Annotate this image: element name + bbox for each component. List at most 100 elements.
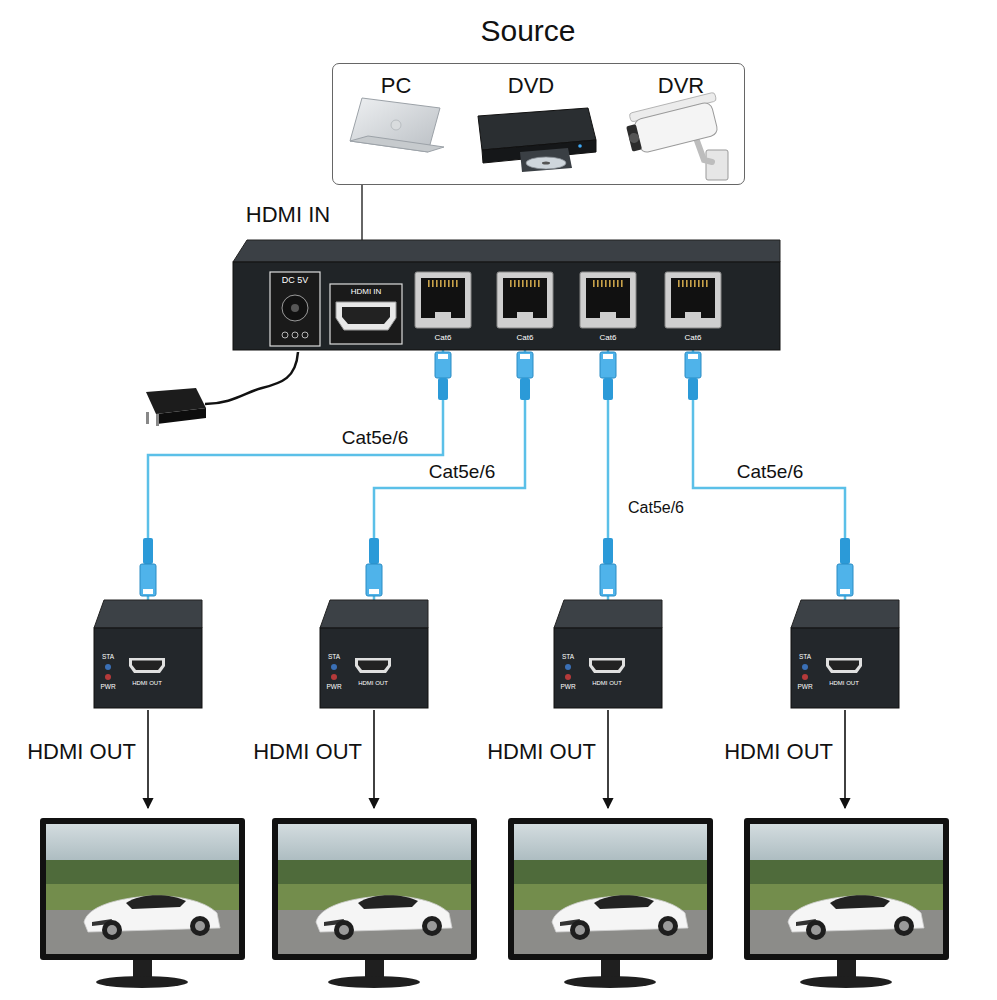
cable-label: HDMI IN: [244, 203, 332, 227]
rj45-contact: [456, 280, 458, 287]
cable-label: Cat5e/6: [735, 462, 806, 483]
port-label: Cat6: [517, 334, 534, 343]
rj45-plug: [600, 352, 616, 378]
rj45-contact: [526, 280, 528, 287]
rj45-plug: [520, 378, 530, 400]
power-led: [331, 674, 337, 680]
rj45-plug: [369, 589, 379, 594]
rj45-contact: [510, 280, 512, 287]
monitor-display: [508, 818, 713, 988]
rj45-contact: [601, 280, 603, 287]
rj45-contact: [686, 280, 688, 287]
network-cable: [374, 350, 525, 600]
led-label: PWR: [797, 683, 812, 690]
rj45-contact: [613, 280, 615, 287]
output-label: HDMI OUT: [253, 740, 362, 764]
device-front: [94, 628, 202, 708]
receiver-box: STAPWRHDMI OUT: [94, 600, 202, 708]
device-top: [554, 600, 662, 628]
device-label: DVD: [508, 74, 554, 98]
rj45-plug: [837, 564, 853, 596]
dvd-player-icon: [520, 148, 572, 172]
rj45-port: [580, 272, 636, 328]
rj45-port: [421, 278, 465, 318]
rj45-plug: [840, 589, 850, 594]
led-label: STA: [102, 653, 114, 660]
rj45-plug: [840, 538, 850, 564]
rj45-plug: [688, 354, 698, 359]
rj45-contact: [428, 280, 430, 287]
dvd-player-icon: [542, 162, 550, 165]
network-cable: [693, 350, 845, 600]
output-arrow: [373, 710, 375, 808]
receiver-box: STAPWRHDMI OUT: [554, 600, 662, 708]
cable-label: Cat5e/6: [427, 462, 498, 483]
hdmi-port: [589, 658, 625, 673]
status-led: [105, 664, 111, 670]
rj45-contact: [682, 280, 684, 287]
status-led: [331, 664, 337, 670]
dvd-player-icon: [478, 108, 596, 172]
power-led: [802, 674, 808, 680]
rj45-plug: [517, 352, 533, 378]
monitor-display: [744, 818, 949, 988]
rj45-plug: [603, 538, 613, 564]
rj45-plug: [143, 589, 153, 594]
dc-jack: [270, 272, 320, 346]
device-top: [320, 600, 428, 628]
output-label: HDMI OUT: [724, 740, 833, 764]
port-label: DC 5V: [282, 276, 309, 286]
rj45-port: [586, 278, 630, 318]
rj45-plug: [520, 354, 530, 359]
cable-label: Cat5e/6: [340, 428, 411, 449]
rj45-contact: [436, 280, 438, 287]
led-label: PWR: [326, 683, 341, 690]
rj45-contact: [440, 280, 442, 287]
port-label: Cat6: [685, 334, 702, 343]
device-front: [233, 262, 780, 350]
rj45-plug: [603, 378, 613, 400]
output-label: HDMI OUT: [27, 740, 136, 764]
rj45-plug: [685, 352, 701, 378]
hdmi-cable: [361, 185, 363, 240]
power-adapter: [146, 412, 149, 424]
camera-icon: [623, 92, 724, 155]
rj45-contact: [534, 280, 536, 287]
power-adapter: [156, 408, 206, 424]
led-label: STA: [799, 653, 811, 660]
receiver-box: STAPWRHDMI OUT: [320, 600, 428, 708]
laptop-icon: [350, 98, 444, 152]
device-front: [320, 628, 428, 708]
rj45-contact: [605, 280, 607, 287]
polarity-symbol: [302, 332, 308, 338]
rj45-contact: [694, 280, 696, 287]
hdmi-panel: [330, 284, 402, 344]
dvd-player-icon: [526, 157, 566, 169]
diagram-title: Source: [480, 14, 575, 47]
polarity-symbol: [292, 332, 298, 338]
rj45-port: [671, 278, 715, 318]
rj45-plug: [688, 378, 698, 400]
rj45-port: [415, 272, 471, 328]
hdmi-port: [358, 661, 388, 671]
rj45-plug: [603, 354, 613, 359]
camera-icon: [628, 132, 640, 144]
dvd-player-icon: [578, 144, 582, 148]
camera-icon: [696, 138, 712, 162]
network-cable: [148, 350, 443, 600]
port-label: HDMI OUT: [132, 680, 162, 687]
rj45-port: [517, 312, 533, 318]
rj45-plug: [600, 564, 616, 596]
rj45-plug: [438, 354, 448, 359]
rj45-contact: [706, 280, 708, 287]
rj45-port: [497, 272, 553, 328]
rj45-contact: [452, 280, 454, 287]
device-top: [233, 240, 780, 262]
hdmi-port: [129, 658, 165, 673]
rj45-contact: [448, 280, 450, 287]
led-label: PWR: [560, 683, 575, 690]
rj45-contact: [597, 280, 599, 287]
rj45-contact: [518, 280, 520, 287]
rj45-plug: [369, 538, 379, 564]
